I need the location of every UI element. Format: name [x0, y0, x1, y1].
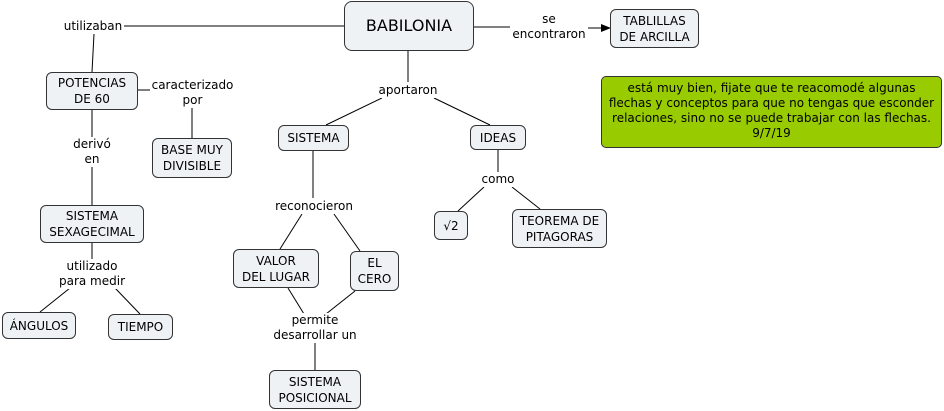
- concept-el-cero[interactable]: EL CERO: [350, 251, 399, 291]
- link-label-como[interactable]: como: [480, 172, 516, 187]
- link-label-derivo-en[interactable]: derivó en: [71, 137, 113, 167]
- link-label-reconocieron[interactable]: reconocieron: [272, 198, 356, 214]
- concept-tablillas-de-arcilla[interactable]: TABLILLAS DE ARCILLA: [610, 9, 699, 48]
- concept-babilonia[interactable]: BABILONIA: [344, 1, 474, 51]
- concept-tiempo[interactable]: TIEMPO: [108, 314, 173, 340]
- link-label-utilizado-para-medir[interactable]: utilizado para medir: [55, 259, 129, 289]
- concept-sistema-sexagecimal[interactable]: SISTEMA SEXAGECIMAL: [40, 205, 144, 243]
- concept-angulos[interactable]: ÁNGULOS: [2, 312, 76, 339]
- link-utilizaban-potencias: [91, 33, 95, 73]
- link-cero-permite: [325, 290, 356, 315]
- concept-sistema[interactable]: SISTEMA: [278, 125, 349, 151]
- link-como-teorema: [511, 186, 541, 210]
- concept-valor-del-lugar[interactable]: VALOR DEL LUGAR: [233, 249, 319, 288]
- link-valor-permite: [287, 287, 305, 315]
- link-aportaron-sistema: [325, 97, 383, 126]
- link-aportaron-ideas: [433, 97, 491, 126]
- concept-teorema-de-pitagoras[interactable]: TEOREMA DE PITAGORAS: [512, 209, 607, 248]
- link-label-se-encontraron[interactable]: se encontraron: [510, 12, 588, 42]
- link-utilizado-tiempo: [114, 287, 141, 315]
- link-reconocieron-cero: [333, 213, 361, 252]
- concept-raiz-de-2[interactable]: √2: [434, 211, 468, 240]
- link-como-raiz: [457, 186, 485, 212]
- concept-sistema-posicional[interactable]: SISTEMA POSICIONAL: [269, 370, 361, 409]
- link-label-utilizaban[interactable]: utilizaban: [62, 19, 124, 34]
- link-label-permite-desarrollar-un[interactable]: permite desarrollar un: [270, 313, 360, 343]
- concept-base-muy-divisible[interactable]: BASE MUY DIVISIBLE: [152, 138, 232, 178]
- link-reconocieron-valor: [279, 213, 303, 250]
- concept-potencias-de-60[interactable]: POTENCIAS DE 60: [46, 72, 138, 110]
- link-utilizado-angulos: [39, 287, 71, 313]
- teacher-note[interactable]: está muy bien, fijate que te reacomodé a…: [601, 76, 942, 148]
- concept-ideas[interactable]: IDEAS: [470, 125, 526, 150]
- link-label-aportaron[interactable]: aportaron: [376, 82, 440, 98]
- link-label-caracterizado-por[interactable]: caracterizado por: [150, 78, 235, 108]
